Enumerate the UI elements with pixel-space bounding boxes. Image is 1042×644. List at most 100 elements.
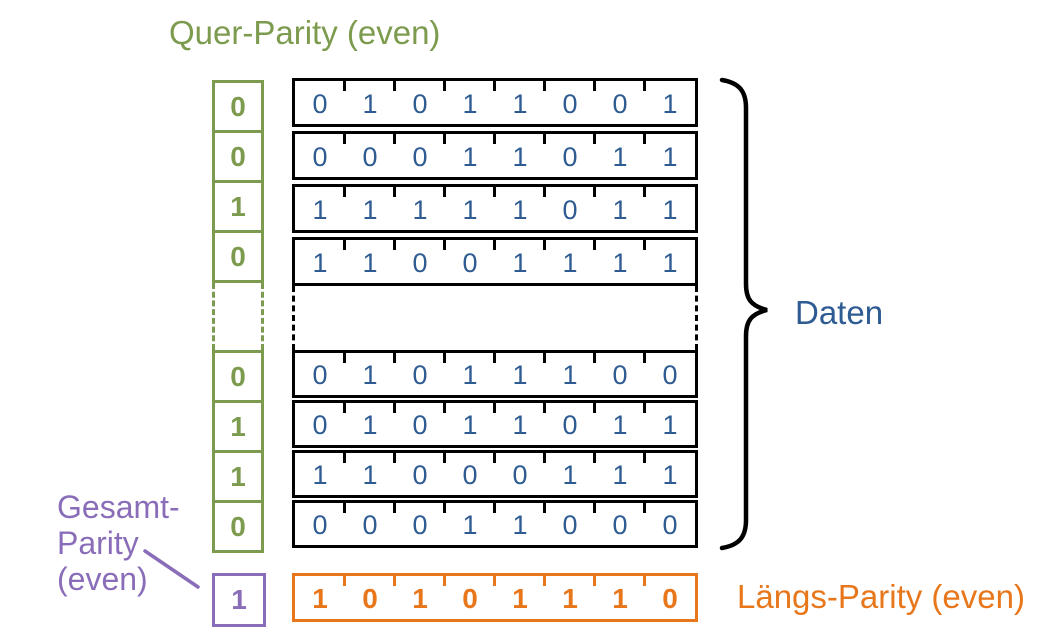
data-bit: 1: [412, 194, 428, 225]
data-bit: 1: [462, 360, 478, 390]
gesamt-title-line-3: (even): [57, 561, 148, 597]
laengs-parity-bit: 1: [512, 583, 528, 614]
tick-mark: [543, 353, 546, 363]
quer-parity-cell: 1: [212, 450, 264, 503]
tick-mark: [543, 576, 546, 586]
data-bit: 1: [512, 247, 528, 278]
tick-mark: [343, 503, 346, 513]
data-bit: 1: [612, 247, 628, 278]
data-bit: 1: [662, 141, 678, 172]
quer-parity-cell: 0: [212, 500, 264, 553]
tick-mark: [593, 403, 596, 413]
laengs-parity-bit: 0: [662, 583, 678, 614]
tick-mark: [543, 403, 546, 413]
tick-mark: [543, 187, 546, 197]
laengs-parity-bit: 1: [312, 583, 328, 614]
data-bit: 0: [312, 141, 328, 172]
data-bit: 0: [312, 88, 328, 119]
tick-mark: [393, 240, 396, 250]
data-bit: 1: [562, 360, 578, 390]
daten-brace: [719, 77, 768, 551]
gesamt-parity-cell: 1: [212, 573, 266, 627]
quer-parity-bit: 0: [230, 240, 246, 272]
tick-mark: [443, 503, 446, 513]
data-gap-dashes: [292, 286, 698, 350]
data-bit: 1: [462, 410, 478, 440]
data-bit: 1: [512, 510, 528, 540]
data-bit: 0: [562, 510, 578, 540]
tick-mark: [493, 453, 496, 463]
quer-parity-bit: 1: [230, 190, 246, 222]
tick-mark: [343, 81, 346, 91]
tick-mark: [493, 240, 496, 250]
data-bit: 1: [662, 194, 678, 225]
tick-mark: [493, 503, 496, 513]
tick-mark: [343, 403, 346, 413]
data-bit: 0: [412, 360, 428, 390]
gesamt-title-line-1: Gesamt-: [57, 489, 180, 525]
quer-parity-bit: 1: [230, 410, 246, 442]
tick-mark: [393, 503, 396, 513]
tick-mark: [593, 134, 596, 144]
daten-label: Daten: [795, 294, 884, 331]
tick-mark: [593, 187, 596, 197]
tick-mark: [543, 81, 546, 91]
data-bit: 1: [362, 194, 378, 225]
tick-mark: [343, 353, 346, 363]
tick-mark: [643, 576, 646, 586]
tick-mark: [493, 134, 496, 144]
quer-parity-title: Quer-Parity (even): [169, 14, 441, 51]
quer-parity-cell: 0: [212, 230, 264, 283]
data-bit: 1: [312, 194, 328, 225]
data-bit: 1: [662, 88, 678, 119]
tick-mark: [443, 576, 446, 586]
tick-mark: [493, 576, 496, 586]
data-bit: 0: [612, 360, 628, 390]
tick-mark: [393, 187, 396, 197]
data-bit: 1: [562, 247, 578, 278]
data-bit: 0: [562, 141, 578, 172]
data-bit: 1: [612, 410, 628, 440]
tick-mark: [393, 134, 396, 144]
data-bit: 1: [462, 141, 478, 172]
tick-mark: [643, 187, 646, 197]
data-bit: 1: [662, 460, 678, 490]
gesamt-parity-bit: 1: [231, 584, 247, 615]
data-bit: 0: [412, 510, 428, 540]
data-bit: 1: [362, 460, 378, 490]
quer-parity-cell: 1: [212, 180, 264, 233]
laengs-parity-bit: 1: [412, 583, 428, 614]
quer-parity-bit: 0: [230, 140, 246, 172]
tick-mark: [393, 353, 396, 363]
data-bit: 0: [312, 360, 328, 390]
tick-mark: [493, 187, 496, 197]
data-bit: 0: [562, 194, 578, 225]
tick-mark: [543, 453, 546, 463]
data-bit: 0: [412, 141, 428, 172]
data-bit: 1: [562, 460, 578, 490]
data-bit: 0: [462, 247, 478, 278]
tick-mark: [443, 240, 446, 250]
data-bit: 1: [612, 194, 628, 225]
data-bit: 0: [612, 510, 628, 540]
tick-mark: [393, 403, 396, 413]
quer-parity-cell: 1: [212, 400, 264, 453]
tick-mark: [643, 81, 646, 91]
tick-mark: [443, 187, 446, 197]
tick-mark: [643, 453, 646, 463]
data-bit: 1: [512, 194, 528, 225]
data-bit: 0: [462, 460, 478, 490]
tick-mark: [493, 81, 496, 91]
tick-mark: [593, 353, 596, 363]
laengs-parity-bit: 1: [612, 583, 628, 614]
